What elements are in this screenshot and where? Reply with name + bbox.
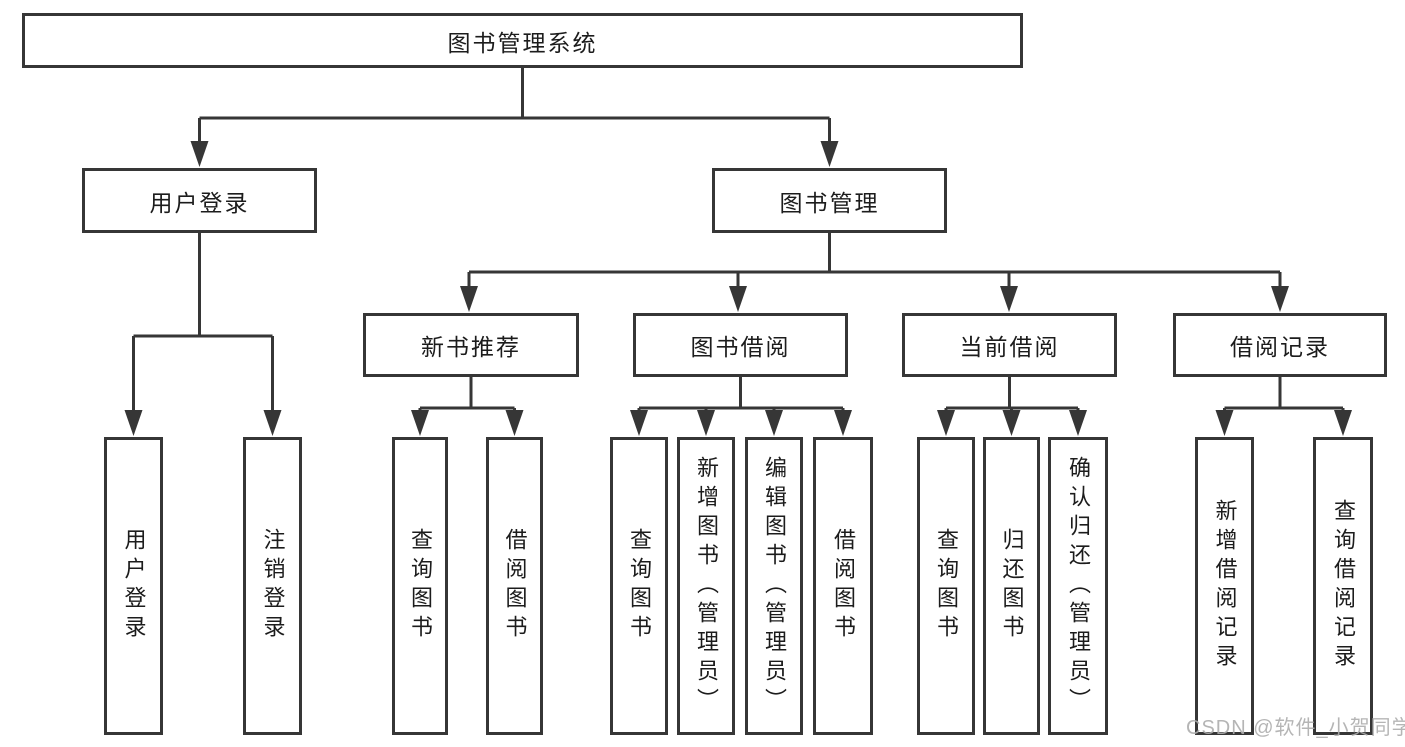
leaf-label: 查询图书 [408,528,433,644]
connector-recommend-split [418,377,516,414]
arrowhead [190,141,209,167]
node-book-management: 图书管理 [712,168,947,233]
arrowhead [1000,286,1018,312]
arrowhead [630,410,648,436]
node-label: 用户登录 [149,189,250,216]
leaf-label: 编辑图书（管理员） [762,455,787,717]
leaf-query-books: 查询图书 [392,437,448,735]
leaf-add-books-admin: 新增图书（管理员） [677,437,735,735]
connector-records-split [1223,377,1345,414]
leaf-label: 查询图书 [934,528,959,644]
leaf-label: 借阅图书 [831,528,856,644]
arrowhead [765,410,783,436]
node-new-book-recommend: 新书推荐 [363,313,579,377]
arrowhead [820,141,839,167]
arrowhead [263,410,282,436]
arrowhead [124,410,143,436]
node-book-borrow: 图书借阅 [633,313,848,377]
node-current-borrow: 当前借阅 [902,313,1117,377]
leaf-borrow-books: 借阅图书 [813,437,873,735]
leaf-label: 查询借阅记录 [1331,499,1356,673]
leaf-edit-books-admin: 编辑图书（管理员） [745,437,803,735]
connector-lines [132,68,1345,414]
connector-borrow-split [637,377,845,414]
leaf-label: 查询图书 [627,528,652,644]
leaf-user-login: 用户登录 [104,437,163,735]
leaf-return-books: 归还图书 [983,437,1040,735]
arrowhead [937,410,955,436]
arrowhead [1271,286,1289,312]
node-label: 新书推荐 [421,334,521,360]
leaf-label: 新增图书（管理员） [694,455,719,717]
arrowhead [1334,410,1352,436]
arrowhead [411,410,429,436]
leaf-borrow-books: 借阅图书 [486,437,543,735]
connector-root-split [198,68,831,146]
leaf-label: 注销登录 [260,528,286,644]
leaf-add-borrow-record: 新增借阅记录 [1195,437,1254,735]
leaf-confirm-return-admin: 确认归还（管理员） [1048,437,1108,735]
arrowhead [505,410,524,436]
csdn-watermark: CSDN @软件_小贺同学 [1186,717,1405,739]
arrowhead [460,286,478,312]
arrowhead [697,410,715,436]
connector-current-split [944,377,1080,414]
connector-login-split [132,233,274,414]
leaf-label: 用户登录 [121,528,147,644]
node-user-login: 用户登录 [82,168,317,233]
node-label: 借阅记录 [1230,334,1330,360]
leaf-logout: 注销登录 [243,437,302,735]
arrowhead [1069,410,1087,436]
node-borrow-records: 借阅记录 [1173,313,1387,377]
leaf-query-books: 查询图书 [917,437,975,735]
arrowhead [1215,410,1234,436]
connector-management-split [467,233,1282,291]
leaf-query-books: 查询图书 [610,437,668,735]
node-label: 图书管理系统 [447,29,598,56]
leaf-label: 归还图书 [999,528,1025,644]
arrowhead [834,410,852,436]
leaf-query-borrow-record: 查询借阅记录 [1313,437,1373,735]
node-label: 当前借阅 [959,334,1060,360]
arrowhead [1002,410,1021,436]
arrowhead [729,286,747,312]
leaf-label: 确认归还（管理员） [1066,455,1091,717]
node-label: 图书管理 [779,189,880,216]
leaf-label: 借阅图书 [502,528,528,644]
node-label: 图书借阅 [690,334,791,360]
arrowheads [124,141,1352,436]
leaf-label: 新增借阅记录 [1212,499,1238,673]
node-library-management-system: 图书管理系统 [22,13,1023,68]
